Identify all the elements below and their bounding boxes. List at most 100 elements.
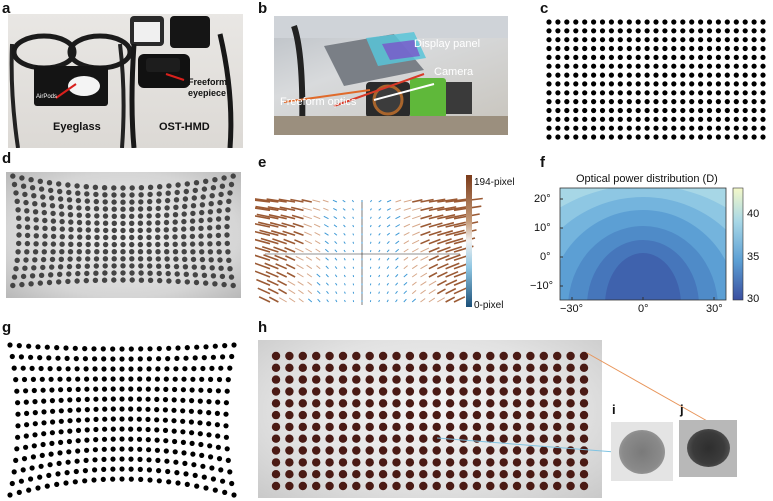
panel-h: h i j bbox=[255, 318, 773, 501]
predistorted-dot bbox=[49, 387, 55, 393]
grid-dot bbox=[742, 28, 748, 34]
distorted-capture-photo bbox=[6, 172, 241, 298]
predistorted-dot bbox=[163, 448, 169, 454]
distorted-dot bbox=[129, 220, 135, 226]
corrected-dot bbox=[445, 387, 455, 396]
grid-dot bbox=[599, 63, 606, 69]
predistorted-dot bbox=[110, 366, 116, 372]
corrected-dot bbox=[566, 481, 575, 491]
corrected-dot bbox=[539, 375, 548, 384]
distortion-vector bbox=[307, 298, 313, 303]
predistorted-dot bbox=[57, 450, 63, 456]
predistorted-dot bbox=[31, 443, 37, 449]
distortion-vector bbox=[352, 216, 355, 219]
grid-dot bbox=[698, 72, 704, 78]
grid-dot bbox=[733, 81, 739, 87]
distorted-dot bbox=[42, 217, 48, 224]
distortion-vector bbox=[386, 266, 390, 269]
distortion-vector bbox=[290, 198, 304, 203]
distortion-vector bbox=[296, 272, 304, 278]
grid-dot bbox=[706, 116, 713, 122]
corrected-dot bbox=[526, 446, 535, 455]
grid-dot bbox=[742, 37, 748, 43]
distortion-vector bbox=[316, 265, 321, 270]
corrected-dot bbox=[352, 434, 361, 443]
predistorted-dot bbox=[20, 467, 26, 473]
corrected-dot bbox=[459, 375, 468, 384]
distorted-dot bbox=[57, 188, 63, 195]
predistorted-dot bbox=[146, 356, 152, 362]
grid-dot bbox=[662, 45, 668, 52]
predistorted-dot bbox=[49, 398, 56, 404]
corrected-dot bbox=[539, 446, 548, 455]
predistorted-dot bbox=[138, 346, 144, 352]
predistorted-dot bbox=[11, 469, 17, 475]
distortion-vector bbox=[436, 263, 449, 270]
predistorted-dot bbox=[119, 416, 125, 422]
dot-pattern-target bbox=[546, 19, 766, 140]
distorted-dot bbox=[83, 277, 90, 284]
predistorted-dot bbox=[110, 386, 116, 392]
distorted-dot bbox=[137, 249, 144, 255]
distortion-vector bbox=[343, 266, 346, 269]
distortion-vector bbox=[282, 230, 296, 237]
corrected-dot bbox=[352, 399, 361, 408]
corrected-dot bbox=[365, 410, 374, 420]
distorted-dot bbox=[67, 256, 73, 262]
distorted-dot bbox=[174, 189, 180, 196]
predistorted-dot bbox=[212, 487, 218, 493]
grid-dot bbox=[733, 99, 739, 105]
corrected-dot bbox=[445, 458, 455, 467]
predistorted-dot bbox=[102, 406, 108, 412]
distorted-dot bbox=[24, 240, 31, 247]
distorted-dot bbox=[137, 234, 143, 241]
distorted-dot bbox=[207, 209, 214, 215]
distortion-vector bbox=[420, 289, 426, 295]
distorted-dot bbox=[46, 180, 53, 186]
grid-dot bbox=[591, 72, 597, 78]
predistorted-dot bbox=[44, 344, 50, 350]
distorted-dot bbox=[33, 241, 39, 247]
corrected-dot bbox=[553, 422, 562, 432]
predistorted-dot bbox=[128, 416, 134, 422]
distorted-dot bbox=[215, 216, 222, 222]
predistorted-dot bbox=[128, 346, 134, 352]
distorted-dot bbox=[48, 187, 54, 194]
panel-label-g: g bbox=[2, 319, 12, 336]
predistorted-dot bbox=[203, 485, 209, 491]
distortion-vector bbox=[343, 232, 346, 236]
corrected-dot bbox=[526, 434, 535, 443]
corrected-dot bbox=[285, 458, 294, 467]
predistorted-dot bbox=[128, 456, 134, 462]
corrected-dot bbox=[539, 387, 548, 396]
predistorted-dot bbox=[231, 342, 237, 348]
grid-dot bbox=[546, 81, 552, 87]
distorted-dot bbox=[76, 205, 82, 211]
grid-dot bbox=[760, 63, 766, 69]
distortion-vector bbox=[369, 249, 372, 253]
corrected-dot bbox=[312, 481, 321, 491]
distorted-dot bbox=[103, 234, 109, 241]
corrected-dot bbox=[472, 422, 482, 432]
corrected-dot bbox=[325, 470, 334, 479]
grid-dot bbox=[617, 72, 623, 78]
predistorted-dot bbox=[91, 477, 97, 483]
predistorted-dot bbox=[67, 418, 73, 424]
corrected-dot bbox=[352, 351, 361, 361]
distortion-vector bbox=[323, 224, 329, 228]
grid-dot bbox=[760, 81, 766, 87]
distorted-dot bbox=[201, 186, 208, 192]
distortion-vector bbox=[351, 199, 355, 203]
predistorted-dot bbox=[55, 471, 61, 477]
distorted-dot bbox=[181, 211, 187, 217]
predistorted-dot bbox=[214, 410, 220, 416]
corrected-dot bbox=[298, 387, 307, 396]
corrected-dot bbox=[553, 399, 562, 408]
grid-dot bbox=[564, 125, 570, 131]
grid-dot bbox=[599, 37, 606, 43]
distortion-vector bbox=[386, 282, 389, 286]
optical-power-title: Optical power distribution (D) bbox=[576, 173, 718, 185]
distorted-dot bbox=[137, 227, 143, 234]
grid-dot bbox=[751, 107, 757, 114]
distortion-vector bbox=[453, 229, 477, 237]
